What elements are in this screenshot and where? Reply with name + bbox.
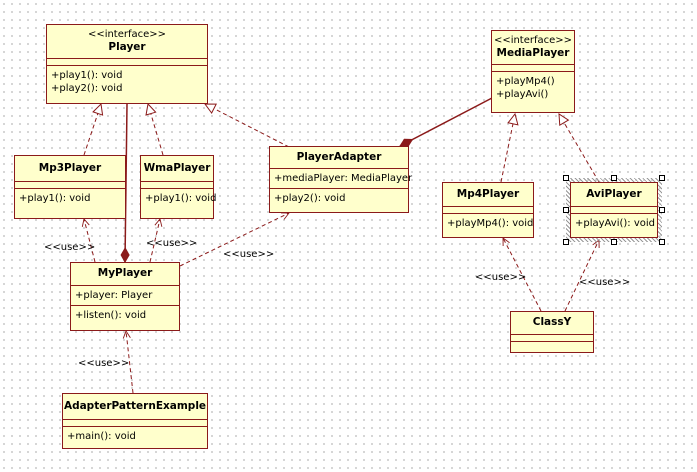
- class-myplayer[interactable]: MyPlayer +player: Player +listen(): void: [70, 262, 180, 331]
- class-name: Player: [108, 41, 146, 53]
- use-classy-avi: [564, 240, 599, 312]
- class-name: MyPlayer: [97, 267, 153, 279]
- resize-handle[interactable]: [563, 239, 569, 245]
- class-name: WmaPlayer: [143, 162, 211, 174]
- realization-mp3-player: [83, 104, 101, 156]
- class-name: Mp4Player: [456, 188, 520, 200]
- resize-handle[interactable]: [611, 175, 617, 181]
- realization-adapter-player: [205, 104, 290, 148]
- method: +play1(): void: [145, 193, 217, 204]
- resize-handle[interactable]: [659, 239, 665, 245]
- use-label: <<use>>: [44, 242, 96, 253]
- class-mediaplayer[interactable]: <<interface>> MediaPlayer +playMp4() +pl…: [491, 30, 575, 113]
- composition-myplayer-player: [120, 103, 130, 264]
- use-myplayer-mp3: [84, 219, 96, 263]
- use-label: <<use>>: [146, 238, 198, 249]
- method: +main(): void: [67, 431, 136, 442]
- realization-avi-mediaplayer: [559, 114, 600, 183]
- class-name: Mp3Player: [38, 162, 102, 174]
- class-playeradapter[interactable]: PlayerAdapter +mediaPlayer: MediaPlayer …: [269, 146, 413, 213]
- realization-mp4-mediaplayer: [500, 114, 515, 183]
- method: +playAvi(): [496, 89, 549, 100]
- class-name: PlayerAdapter: [296, 151, 382, 163]
- realization-wma-player: [148, 104, 164, 156]
- stereotype-label: <<interface>>: [87, 29, 167, 40]
- method: +playAvi(): void: [575, 218, 656, 229]
- composition-adapter-mediaplayer: [399, 97, 493, 147]
- method: +play1(): void: [19, 193, 91, 204]
- method: +play1(): void: [51, 70, 123, 81]
- use-myplayer-wma: [149, 219, 160, 263]
- method: +play2(): void: [51, 83, 123, 94]
- resize-handle[interactable]: [659, 175, 665, 181]
- class-adapterpatternexample[interactable]: AdapterPatternExample +main(): void: [62, 393, 208, 449]
- attribute: +player: Player: [75, 290, 153, 301]
- class-player[interactable]: <<interface>> Player +play1(): void +pla…: [46, 24, 208, 104]
- class-wmaplayer[interactable]: WmaPlayer +play1(): void: [140, 155, 217, 219]
- class-mp3player[interactable]: Mp3Player +play1(): void: [14, 155, 126, 219]
- use-example-myplayer: [126, 331, 134, 394]
- class-name: MediaPlayer: [496, 47, 570, 59]
- resize-handle[interactable]: [563, 207, 569, 213]
- use-label: <<use>>: [475, 272, 527, 283]
- class-mp4player[interactable]: Mp4Player +playMp4(): void: [442, 182, 534, 238]
- class-classy[interactable]: ClassY: [510, 311, 594, 353]
- use-myplayer-adapter: [179, 213, 289, 267]
- class-name: AdapterPatternExample: [63, 400, 207, 412]
- class-aviplayer[interactable]: AviPlayer +playAvi(): void: [570, 182, 658, 238]
- attribute: +mediaPlayer: MediaPlayer: [274, 173, 413, 184]
- use-label: <<use>>: [78, 358, 130, 369]
- method: +playMp4(): [496, 76, 555, 87]
- resize-handle[interactable]: [659, 207, 665, 213]
- resize-handle[interactable]: [611, 239, 617, 245]
- class-name: AviPlayer: [586, 188, 642, 200]
- class-name: ClassY: [532, 316, 572, 328]
- method: +listen(): void: [75, 310, 147, 321]
- method: +play2(): void: [274, 193, 346, 204]
- method: +playMp4(): void: [447, 218, 534, 229]
- stereotype-label: <<interface>>: [493, 35, 573, 46]
- use-label: <<use>>: [579, 277, 631, 288]
- use-label: <<use>>: [223, 249, 275, 260]
- resize-handle[interactable]: [563, 175, 569, 181]
